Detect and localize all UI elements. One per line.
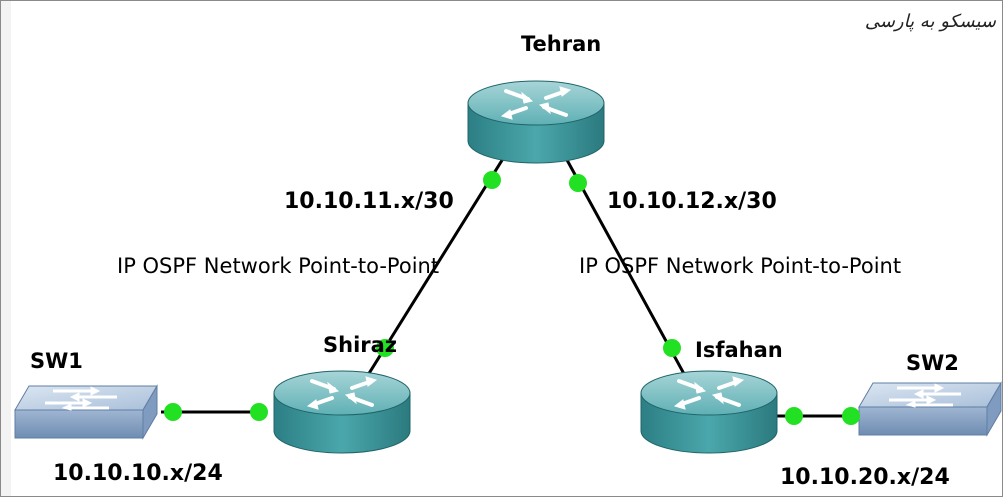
port-dot-shiraz-left xyxy=(250,403,268,421)
sw2-label: SW2 xyxy=(906,351,959,375)
isfahan-router-icon[interactable] xyxy=(639,369,779,455)
port-dot-shiraz-top xyxy=(376,339,394,357)
left-edge-strip xyxy=(1,1,11,496)
port-dot-sw2 xyxy=(842,407,860,425)
tehran-label: Tehran xyxy=(521,32,602,56)
port-dot-tehran-left xyxy=(483,171,501,189)
watermark-text: سیسکو به پارسی xyxy=(864,11,996,32)
port-dot-isfahan-right xyxy=(785,407,803,425)
sw2-switch-icon[interactable] xyxy=(857,381,1002,437)
shiraz-router-icon[interactable] xyxy=(272,369,412,455)
sw1-switch-icon[interactable] xyxy=(13,384,159,440)
ospf-left-label: IP OSPF Network Point-to-Point xyxy=(117,254,440,278)
port-dots xyxy=(164,171,860,425)
port-dot-sw1 xyxy=(164,403,182,421)
sw1-label: SW1 xyxy=(30,349,83,373)
shiraz-label: Shiraz xyxy=(323,333,398,357)
tehran-shiraz-subnet-label: 10.10.11.x/30 xyxy=(284,189,454,214)
tehran-router-icon[interactable] xyxy=(466,79,606,165)
sw2-subnet-label: 10.10.20.x/24 xyxy=(780,465,950,490)
ospf-right-label: IP OSPF Network Point-to-Point xyxy=(579,254,902,278)
tehran-isfahan-subnet-label: 10.10.12.x/30 xyxy=(607,189,777,214)
isfahan-label: Isfahan xyxy=(695,338,783,362)
port-dot-tehran-right xyxy=(569,174,587,192)
sw1-subnet-label: 10.10.10.x/24 xyxy=(53,461,223,486)
port-dot-isfahan-top xyxy=(663,339,681,357)
